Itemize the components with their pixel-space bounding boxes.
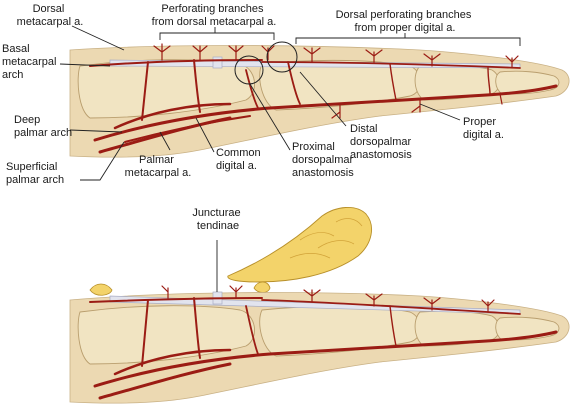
distal-anastomosis-circle [266,41,298,73]
small-fat-mid [253,281,271,293]
top-junctura [212,56,223,69]
label-distal-dorsopalmar: Distal dorsopalmar anastomosis [350,123,414,161]
label-dorsal-perforating-proper: Dorsal perforating branches from proper … [336,9,475,34]
bottom-arteries [89,285,558,400]
top-finger [69,41,570,158]
label-proper-digital: Proper digital a. [463,116,504,141]
small-fat-left [89,283,113,296]
label-juncturae-tendinae: Juncturae tendinae [192,207,243,232]
label-dorsal-metacarpal: Dorsal metacarpal a. [17,3,84,28]
label-deep-palmar-arch: Deep palmar arch [14,114,72,139]
label-common-digital: Common digital a. [216,147,264,172]
leader-lines [59,25,521,292]
label-basal-metacarpal-arch: Basal metacarpal arch [2,43,59,81]
fat-pad [227,207,373,283]
label-perforating-branches: Perforating branches from dorsal metacar… [152,3,277,28]
proximal-anastomosis-circle [234,55,264,85]
label-superficial-palmar-arch: Superficial palmar arch [6,161,64,186]
label-proximal-dorsopalmar: Proximal dorsopalmar anastomosis [292,141,356,179]
label-palmar-metacarpal: Palmar metacarpal a. [125,154,192,179]
labels: Dorsal metacarpal a. Perforating branche… [2,3,504,232]
bottom-finger [69,207,570,404]
fat-lobules [289,218,363,259]
top-arteries [89,43,558,154]
